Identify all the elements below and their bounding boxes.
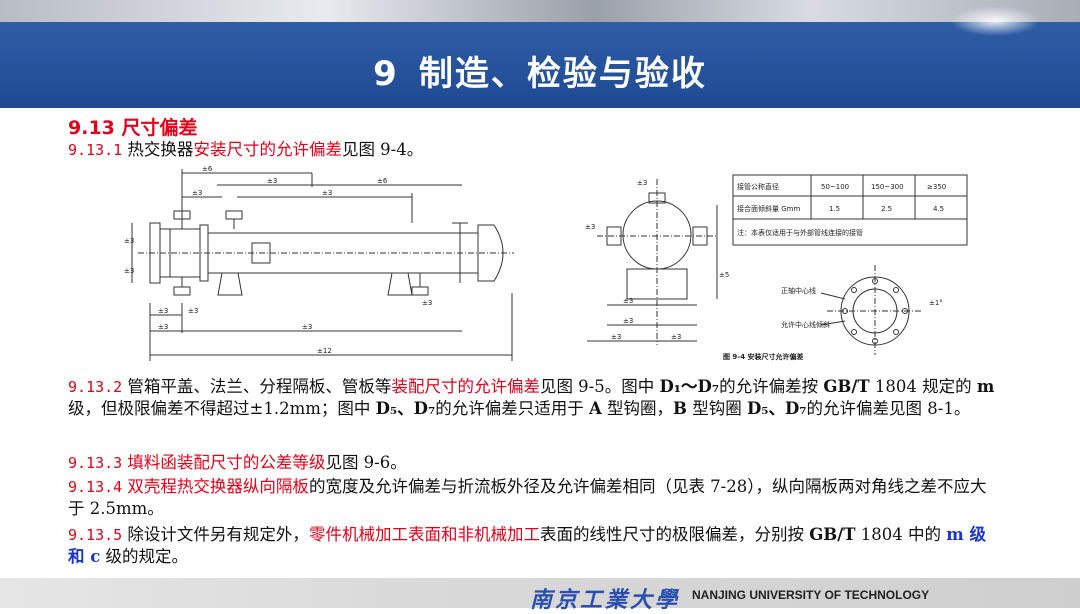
item-text: 的允许偏差按 xyxy=(719,377,824,396)
item-number: 9.13.1 xyxy=(68,141,123,159)
title-banner: 9 制造、检验与验收 xyxy=(0,6,1080,108)
item-text: 表面的线性尺寸的极限偏差，分别按 xyxy=(539,525,810,544)
item-text: 热交换器 xyxy=(122,140,194,159)
highlight-text: 装配尺寸的允许偏差 xyxy=(391,377,540,396)
banner-shine xyxy=(950,6,1040,36)
dim-label: ±3 xyxy=(192,189,202,197)
dim-label: ±3 xyxy=(158,307,168,315)
university-logo: 南京工業大學 xyxy=(530,587,681,613)
dim-label: ±3 xyxy=(322,189,332,197)
item-text: 1804 规定的 xyxy=(869,377,977,396)
item-text: 见图 9-5。图中 xyxy=(539,377,660,396)
installation-drawing: ±3 ±3 ±3 ±3 ±5 ±3 ±3 接管公称直径 50~100 150~3… xyxy=(585,174,968,361)
dim-label: ±6 xyxy=(377,177,388,185)
item-text: A xyxy=(588,399,602,418)
top-decoration xyxy=(0,0,1080,22)
item-number: 9.13.3 xyxy=(68,454,123,472)
item-text: 型钩圈 xyxy=(686,399,747,418)
title-text: 制造、检验与验收 xyxy=(418,54,707,94)
table-cell: 2.5 xyxy=(881,205,892,213)
highlight-text: 零件机械加工表面和非机械加工 xyxy=(308,525,540,544)
table-cell: 1.5 xyxy=(829,205,840,213)
item-text: D₁～D₇ xyxy=(659,377,720,396)
dim-label: ±3 xyxy=(422,299,432,307)
item-number: 9.13.4 xyxy=(68,478,123,496)
figure-caption: 图 9-4 安装尺寸允许偏差 xyxy=(723,352,804,361)
table-cell: 接管公称直径 xyxy=(737,182,779,191)
item-text: 型钩圈， xyxy=(601,399,673,418)
section-number: 9 xyxy=(373,54,399,94)
dim-label: ±3 xyxy=(158,323,168,331)
page-title: 9 制造、检验与验收 xyxy=(0,46,1080,95)
item-9-13-3: 9.13.3 填料函装配尺寸的公差等级见图 9-6。 xyxy=(68,452,998,474)
flange-label: 正轴中心线 xyxy=(781,286,816,295)
item-text: 的允许偏差只适用于 xyxy=(435,399,589,418)
table-cell: 4.5 xyxy=(933,205,944,213)
highlight-text: 安装尺寸的允许偏差 xyxy=(193,140,342,159)
item-text: 级，但极限偏差不得超过±1.2mm；图中 xyxy=(68,399,376,418)
section-heading: 9.13 尺寸偏差 xyxy=(68,117,198,139)
item-text: GB/T xyxy=(809,525,856,544)
item-9-13-1: 9.13.1 热交换器安装尺寸的允许偏差见图 9-4。 xyxy=(68,139,998,161)
item-text: 的宽度及允许偏差与折流板外径及允许偏差相同（见表 7-28），纵向隔板两对角线之… xyxy=(68,477,987,518)
item-text: 管箱平盖、法兰、分程隔板、管板等 xyxy=(122,377,392,396)
dim-label: ±6 xyxy=(202,165,213,173)
table-note: 注：本表仅适用于与外部管线连接的接管 xyxy=(737,228,863,237)
item-number: 9.13.2 xyxy=(68,378,123,396)
dim-label: ±3 xyxy=(302,323,312,331)
footer-bar xyxy=(0,578,1080,608)
highlight-blue-text: m 级和 c xyxy=(68,525,986,566)
item-text: D₅、D₇ xyxy=(375,399,436,418)
dim-label: ±3 xyxy=(637,179,647,187)
highlight-text: 填料函装配尺寸的公差等级 xyxy=(122,453,326,472)
table-cell: 50~100 xyxy=(821,183,849,191)
dim-label: ±3 xyxy=(623,317,633,325)
item-text: 见图 9-4。 xyxy=(341,140,424,159)
table-cell: 150~300 xyxy=(871,183,904,191)
dim-label: ±3 xyxy=(585,223,595,231)
dim-label: ±3 xyxy=(124,267,134,275)
dim-label: ±3 xyxy=(188,307,198,315)
item-text: B xyxy=(673,399,687,418)
item-number: 9.13.5 xyxy=(68,526,123,544)
table-cell: 接合面倾斜量 Gmm xyxy=(737,204,800,213)
item-text: 除设计文件另有规定外， xyxy=(122,525,309,544)
item-text: 见图 9-6。 xyxy=(325,453,407,472)
highlight-text: 双壳程热交换器纵向隔板 xyxy=(122,477,309,496)
table-cell: ≥350 xyxy=(927,183,946,191)
dim-label: ±3 xyxy=(267,177,277,185)
dim-label: ±3 xyxy=(611,333,621,341)
heat-exchanger-drawing: ±6 ±3 ±3 ±6 ±3 ±3 ±3 ±3 ±3 ±3 ±3 ±3 ±12 xyxy=(124,165,514,361)
dim-label: ±3 xyxy=(623,297,633,305)
university-name: NANJING UNIVERSITY OF TECHNOLOGY xyxy=(692,588,930,602)
item-text: D₅、D₇ xyxy=(746,399,807,418)
item-text: GB/T xyxy=(823,377,870,396)
dim-label: ±3 xyxy=(671,333,681,341)
item-text: m xyxy=(976,377,995,396)
item-9-13-4: 9.13.4 双壳程热交换器纵向隔板的宽度及允许偏差与折流板外径及允许偏差相同（… xyxy=(68,476,998,520)
dim-label: ±5 xyxy=(719,271,729,279)
dim-label: ±12 xyxy=(317,347,332,355)
dim-label: ±3 xyxy=(124,237,134,245)
item-text: 1804 中的 xyxy=(855,525,947,544)
item-text: 级的规定。 xyxy=(100,547,189,566)
item-text: 的允许偏差见图 8-1。 xyxy=(806,399,971,418)
figure-installation-tolerance: ±3 ±3 ±3 ±3 ±5 ±3 ±3 接管公称直径 50~100 150~3… xyxy=(567,165,975,365)
figure-heat-exchanger: ±6 ±3 ±3 ±6 ±3 ±3 ±3 ±3 ±3 ±3 ±3 ±3 ±12 xyxy=(122,163,528,365)
item-9-13-2: 9.13.2 管箱平盖、法兰、分程隔板、管板等装配尺寸的允许偏差见图 9-5。图… xyxy=(68,376,998,420)
item-9-13-5: 9.13.5 除设计文件另有规定外，零件机械加工表面和非机械加工表面的线性尺寸的… xyxy=(68,524,998,568)
flange-label: 允许中心线倾斜 xyxy=(781,320,830,329)
angle-label: ±1° xyxy=(929,299,943,307)
